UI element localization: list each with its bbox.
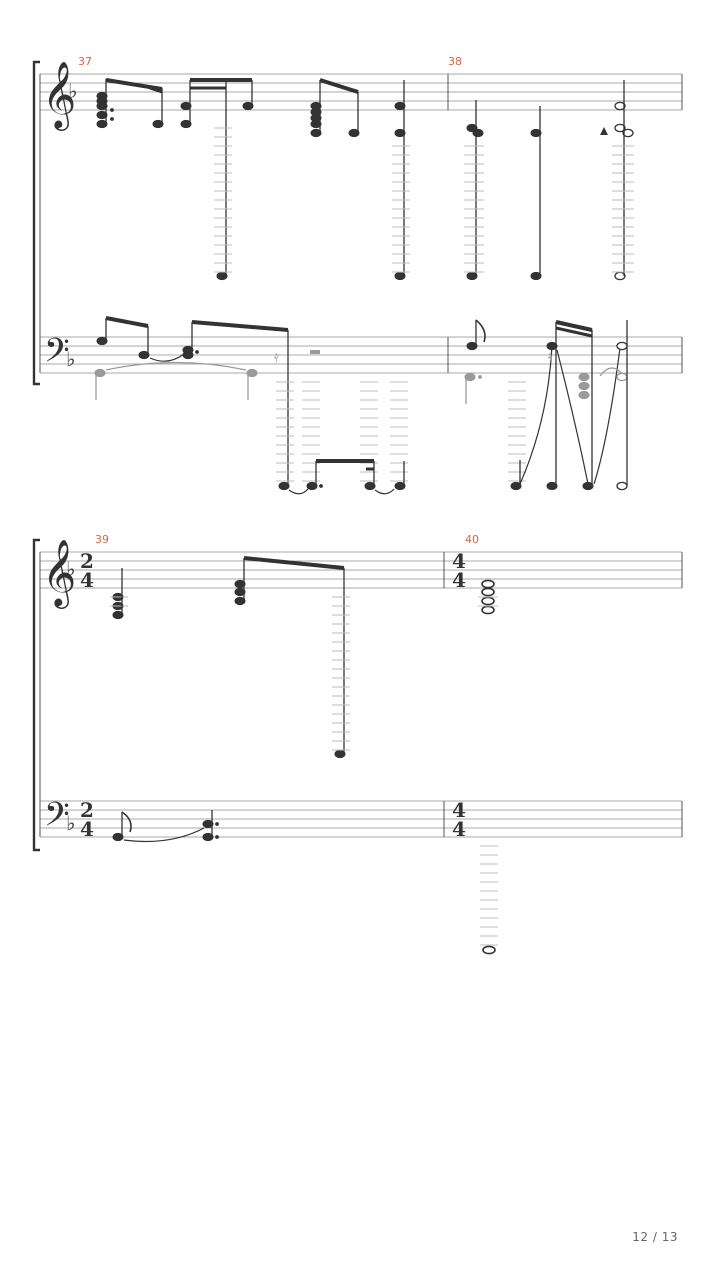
measure-38-bass: 𝄿 — [464, 319, 628, 491]
flat-icon: ♭ — [66, 557, 75, 581]
system-bracket — [32, 538, 40, 852]
measure-number: 40 — [465, 533, 479, 546]
time-signature-top: 2 — [80, 798, 94, 822]
system-2: 𝄞 𝄢 ♭ ♭ 2 4 2 4 4 4 4 4 — [32, 538, 683, 955]
system-1: 𝄞 𝄢 ♭ ♭ — [32, 60, 683, 495]
bass-staff-2 — [40, 800, 682, 838]
marker-triangle-icon — [600, 127, 608, 135]
time-signature-bottom: 4 — [452, 817, 466, 841]
treble-clef-icon: 𝄞 — [42, 60, 76, 131]
system-bracket — [32, 60, 40, 386]
rest-icon: 𝄿 — [274, 347, 279, 366]
flat-icon: ♭ — [66, 811, 75, 835]
bass-clef-icon: 𝄢 — [44, 796, 70, 842]
bass-staff-1 — [40, 336, 682, 374]
measure-37-treble — [96, 78, 410, 281]
bass-clef-icon: 𝄢 — [44, 332, 70, 378]
treble-staff-2 — [40, 551, 682, 589]
rest-icon — [310, 350, 320, 354]
time-signature-bottom: 4 — [452, 568, 466, 592]
flat-icon: ♭ — [66, 347, 75, 371]
treble-clef-icon: 𝄞 — [42, 538, 76, 609]
measure-39-treble — [110, 556, 350, 759]
page-indicator: 12 / 13 — [632, 1230, 678, 1244]
measure-37-bass: 𝄿 — [94, 316, 408, 495]
rest-icon: 𝄿 — [548, 347, 553, 366]
measure-number: 39 — [95, 533, 109, 546]
measure-38-treble — [464, 80, 634, 281]
measure-number: 38 — [448, 55, 462, 68]
time-signature-top: 4 — [452, 798, 466, 822]
measure-40-treble — [478, 579, 498, 615]
time-signature-top: 4 — [452, 549, 466, 573]
flat-icon: ♭ — [68, 79, 77, 103]
time-signature-top: 2 — [80, 549, 94, 573]
measure-39-bass — [112, 810, 219, 843]
measure-number: 37 — [78, 55, 92, 68]
time-signature-bottom: 4 — [80, 817, 94, 841]
treble-staff-1 — [40, 73, 682, 111]
time-signature-bottom: 4 — [80, 568, 94, 592]
measure-40-bass — [480, 845, 498, 955]
